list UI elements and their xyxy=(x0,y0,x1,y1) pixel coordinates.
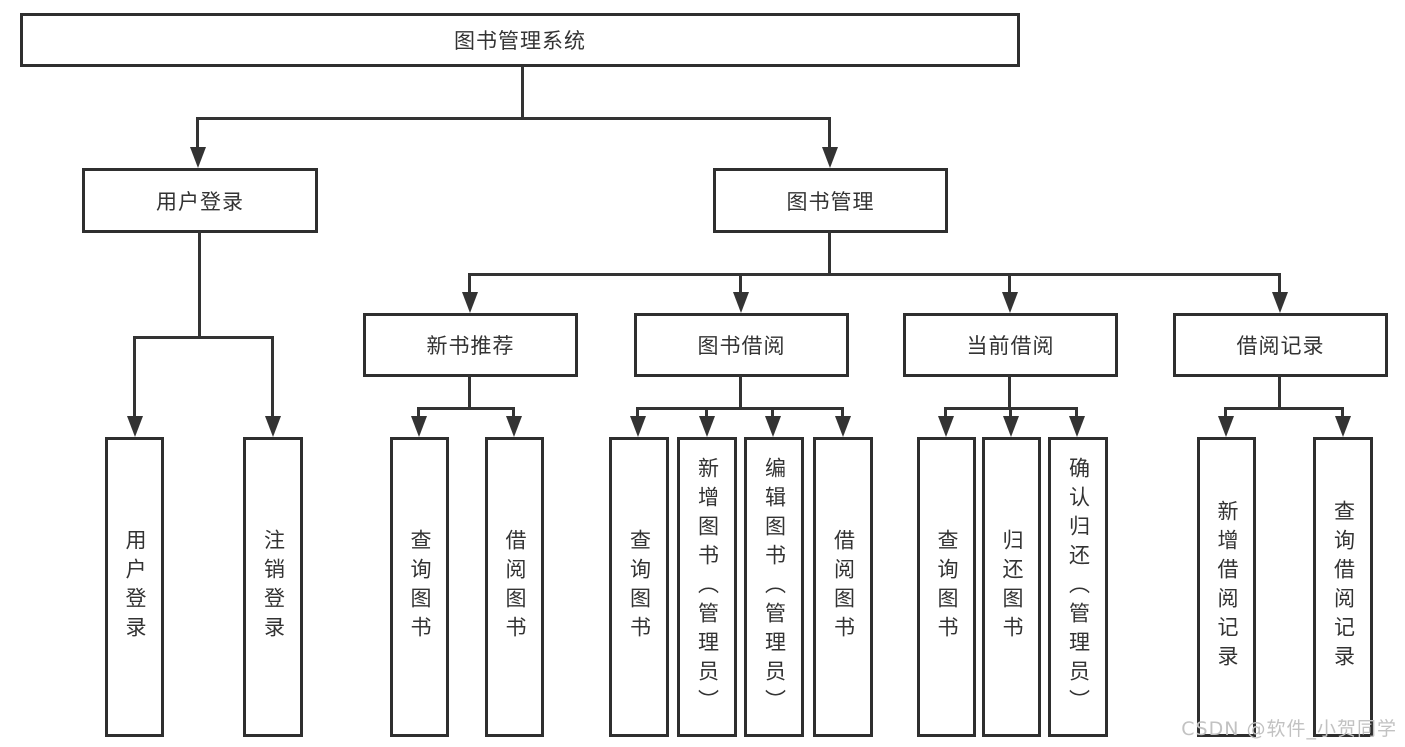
connector-line xyxy=(636,407,639,418)
arrowhead-down-icon xyxy=(506,416,522,437)
leaf-query-borrow-record: 查询借阅记录 xyxy=(1313,437,1373,737)
leaf-query-books-current: 查询图书 xyxy=(917,437,976,737)
connector-line xyxy=(468,273,471,293)
connector-line xyxy=(512,407,515,418)
connector-line xyxy=(133,336,274,339)
node-book-borrowing: 图书借阅 xyxy=(634,313,849,377)
arrowhead-down-icon xyxy=(938,416,954,437)
leaf-label: 借阅图书 xyxy=(831,529,856,645)
node-book-management: 图书管理 xyxy=(713,168,948,233)
connector-line xyxy=(133,336,136,418)
arrowhead-down-icon xyxy=(265,416,281,437)
connector-line xyxy=(1075,407,1078,418)
leaf-confirm-return-admin: 确认归还（管理员） xyxy=(1048,437,1108,737)
connector-line xyxy=(521,66,524,120)
connector-line xyxy=(196,117,831,120)
connector-line xyxy=(1224,407,1344,410)
arrowhead-down-icon xyxy=(462,292,478,313)
arrowhead-down-icon xyxy=(411,416,427,437)
connector-line xyxy=(468,375,471,407)
leaf-add-books-admin: 新增图书（管理员） xyxy=(677,437,737,737)
connector-line xyxy=(828,231,831,273)
connector-line xyxy=(739,273,742,293)
leaf-edit-books-admin: 编辑图书（管理员） xyxy=(744,437,804,737)
arrowhead-down-icon xyxy=(1002,292,1018,313)
connector-line xyxy=(1341,407,1344,418)
arrowhead-down-icon xyxy=(733,292,749,313)
connector-line xyxy=(417,407,420,418)
connector-line xyxy=(1278,375,1281,407)
connector-line xyxy=(1008,273,1011,293)
arrowhead-down-icon xyxy=(765,416,781,437)
leaf-borrow-books: 借阅图书 xyxy=(813,437,873,737)
arrowhead-down-icon xyxy=(1218,416,1234,437)
leaf-label: 查询图书 xyxy=(408,529,432,645)
connector-line xyxy=(705,407,708,418)
arrowhead-down-icon xyxy=(1069,416,1085,437)
node-user-login: 用户登录 xyxy=(82,168,318,233)
connector-line xyxy=(1278,273,1281,293)
connector-line xyxy=(771,407,774,418)
node-borrowing-records: 借阅记录 xyxy=(1173,313,1388,377)
arrowhead-down-icon xyxy=(699,416,715,437)
leaf-label: 新增借阅记录 xyxy=(1215,500,1239,674)
connector-line xyxy=(828,117,831,149)
leaf-label: 查询借阅记录 xyxy=(1331,500,1356,674)
leaf-borrow-books-recommend: 借阅图书 xyxy=(485,437,544,737)
node-library-system: 图书管理系统 xyxy=(20,13,1020,67)
leaf-label: 编辑图书（管理员） xyxy=(762,456,787,718)
connector-line xyxy=(739,375,742,407)
leaf-label: 用户登录 xyxy=(123,529,147,645)
leaf-user-login: 用户登录 xyxy=(105,437,164,737)
connector-line xyxy=(636,407,844,410)
connector-line xyxy=(1224,407,1227,418)
connector-line xyxy=(271,336,274,418)
connector-line xyxy=(944,407,947,418)
connector-line xyxy=(1009,407,1012,418)
leaf-add-borrow-record: 新增借阅记录 xyxy=(1197,437,1256,737)
leaf-label: 查询图书 xyxy=(627,529,652,645)
connector-line xyxy=(198,231,201,336)
node-current-borrowing: 当前借阅 xyxy=(903,313,1118,377)
connector-line xyxy=(469,273,1281,276)
leaf-label: 归还图书 xyxy=(1000,529,1024,645)
arrowhead-down-icon xyxy=(630,416,646,437)
arrowhead-down-icon xyxy=(127,416,143,437)
node-new-book-recommend: 新书推荐 xyxy=(363,313,578,377)
leaf-label: 借阅图书 xyxy=(503,529,527,645)
connector-line xyxy=(417,407,515,410)
arrowhead-down-icon xyxy=(1003,416,1019,437)
leaf-label: 查询图书 xyxy=(935,529,959,645)
arrowhead-down-icon xyxy=(190,147,206,168)
leaf-query-books-recommend: 查询图书 xyxy=(390,437,449,737)
arrowhead-down-icon xyxy=(1335,416,1351,437)
leaf-query-books-borrowing: 查询图书 xyxy=(609,437,669,737)
leaf-label: 注销登录 xyxy=(261,529,286,645)
leaf-label: 确认归还（管理员） xyxy=(1066,456,1091,718)
leaf-label: 新增图书（管理员） xyxy=(695,456,720,718)
arrowhead-down-icon xyxy=(1272,292,1288,313)
csdn-watermark: CSDN @软件_小贺同学 xyxy=(1181,718,1397,740)
arrowhead-down-icon xyxy=(835,416,851,437)
connector-line xyxy=(1008,375,1011,407)
leaf-return-books: 归还图书 xyxy=(982,437,1041,737)
connector-line xyxy=(841,407,844,418)
leaf-logout: 注销登录 xyxy=(243,437,303,737)
arrowhead-down-icon xyxy=(822,147,838,168)
connector-line xyxy=(196,117,199,149)
